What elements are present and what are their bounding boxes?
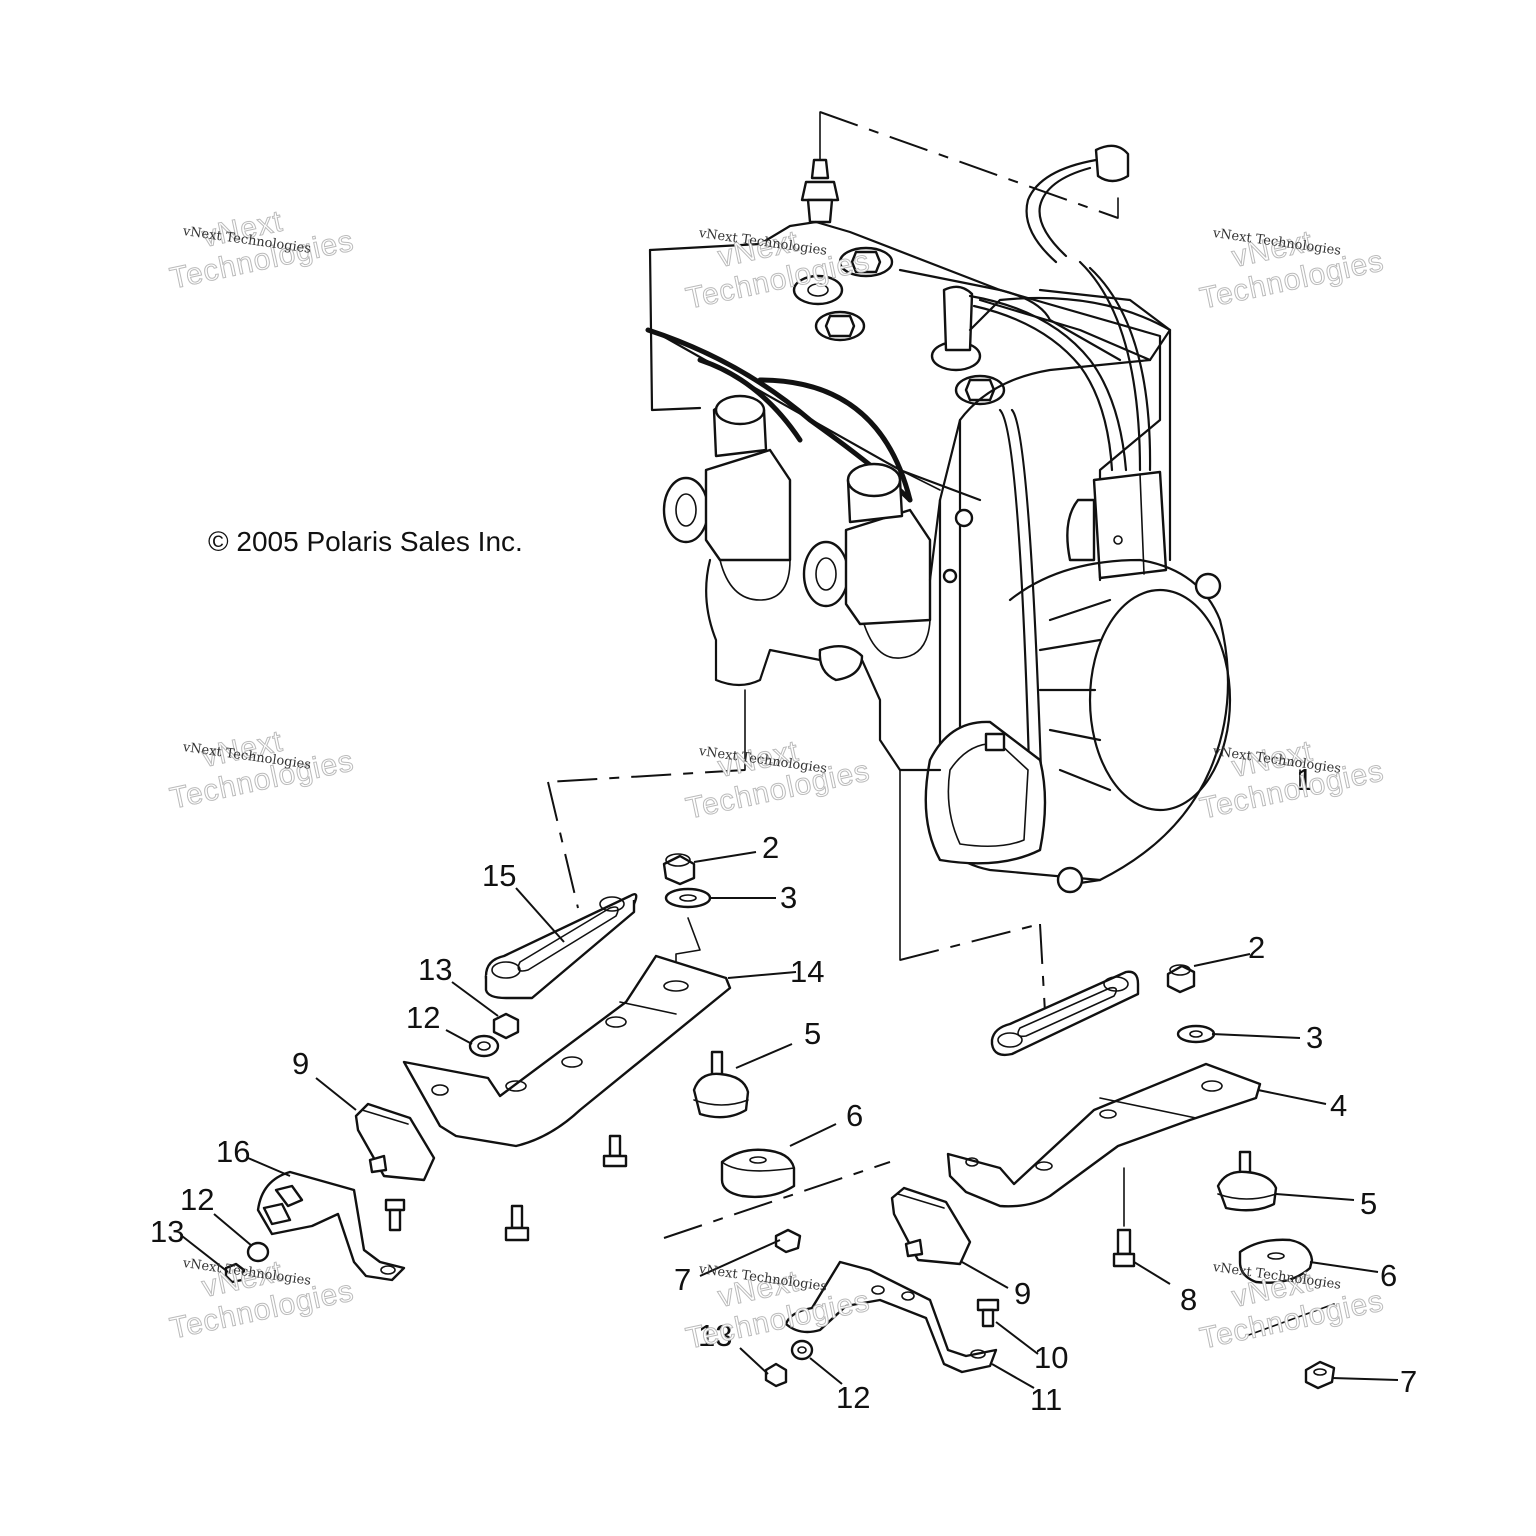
part-13-nut-left-upper: [492, 1012, 520, 1040]
part-5-rubber-mount-left: [692, 1050, 750, 1119]
part-6-rubber-pad-right: [1238, 1238, 1314, 1284]
part-9-rubber-block-right: [890, 1186, 972, 1266]
callout-9-left: 9: [292, 1046, 309, 1081]
callout-6-left: 6: [846, 1098, 863, 1133]
callout-labels: 1 2 3 15 14 13 12 5 9 6 16 12 13 2 3 4 5…: [150, 762, 1417, 1417]
callout-5-right: 5: [1360, 1186, 1377, 1221]
callout-8: 8: [1180, 1282, 1197, 1317]
callout-12-upper: 12: [406, 1000, 440, 1035]
part-12-washer-center: [790, 1339, 814, 1361]
callout-2-right: 2: [1248, 930, 1265, 965]
callout-13-lower-left: 13: [150, 1214, 184, 1249]
callout-7-center: 7: [674, 1262, 691, 1297]
bolt-left-a: [602, 1134, 628, 1168]
copyright-notice: © 2005 Polaris Sales Inc.: [208, 526, 523, 557]
callout-6-right: 6: [1380, 1258, 1397, 1293]
part-10-bolt: [976, 1298, 1000, 1328]
callout-11: 11: [1030, 1382, 1062, 1417]
callout-15: 15: [482, 858, 516, 893]
callout-5-left: 5: [804, 1016, 821, 1051]
leader-lines: [181, 851, 1399, 1389]
part-9-rubber-block-left: [354, 1102, 436, 1182]
callout-4: 4: [1330, 1088, 1347, 1123]
part-13-nut-left-lower: [224, 1262, 246, 1284]
part-8-bolt: [1112, 1228, 1136, 1268]
callout-14: 14: [790, 954, 824, 989]
part-3-washer-left: [664, 887, 712, 909]
callout-9-right: 9: [1014, 1276, 1031, 1311]
part-15-spacer-plate: [484, 893, 638, 1000]
part-7-nut-center: [774, 1228, 802, 1254]
part-12-washer-left-lower: [246, 1241, 270, 1263]
callout-3-right: 3: [1306, 1020, 1323, 1055]
callout-10: 10: [1034, 1340, 1068, 1375]
part-14-bracket-left: [402, 954, 732, 1148]
part-11-mount-bracket: [784, 1260, 998, 1374]
part-15-spacer-plate-right: [990, 970, 1140, 1057]
callout-7-right: 7: [1400, 1364, 1417, 1399]
callout-1: 1: [1296, 762, 1313, 797]
bolt-left-c: [384, 1198, 406, 1232]
carburetor-right: [802, 462, 932, 659]
part-4-bracket-right: [946, 1062, 1262, 1208]
callout-3-left: 3: [780, 880, 797, 915]
part-7-nut-right: [1304, 1360, 1336, 1390]
part-2-nut-right: [1166, 964, 1196, 994]
part-3-washer-right: [1176, 1024, 1216, 1044]
callout-12-center: 12: [836, 1380, 870, 1415]
callout-2-left: 2: [762, 830, 779, 865]
part-5-rubber-mount-right: [1216, 1150, 1278, 1212]
part-2-nut-left: [662, 853, 696, 886]
callout-13-center: 13: [698, 1318, 732, 1353]
part-6-rubber-pad-left: [720, 1148, 796, 1199]
callout-12-lower-left: 12: [180, 1182, 214, 1217]
part-12-washer-left-upper: [468, 1034, 500, 1058]
callout-13-upper: 13: [418, 952, 452, 987]
callout-16: 16: [216, 1134, 250, 1169]
bolt-left-b: [504, 1204, 530, 1242]
part-13-nut-center: [764, 1362, 788, 1388]
carburetor-left: [662, 394, 792, 601]
engine-assembly: [645, 111, 1232, 894]
part-16-mount-bracket: [256, 1170, 406, 1282]
